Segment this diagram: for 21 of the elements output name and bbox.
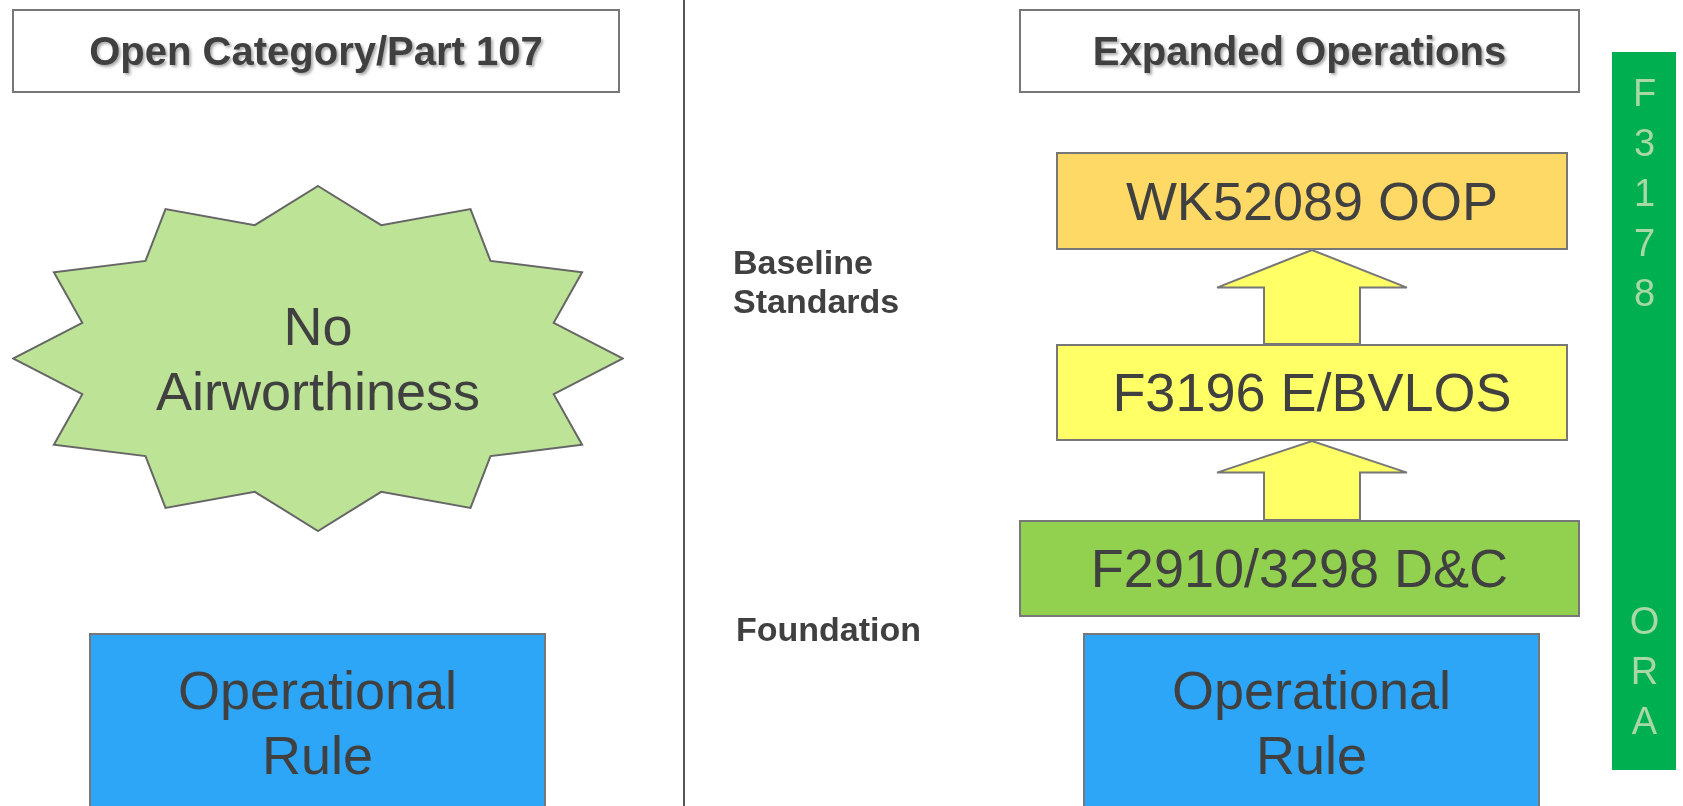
side-label: Foundation	[736, 610, 923, 649]
box-label: Operational Rule	[1170, 659, 1453, 787]
heading-box	[1019, 9, 1580, 93]
star-shape	[12, 185, 624, 532]
block-arrow	[1216, 439, 1408, 521]
standard-box	[1056, 152, 1568, 250]
heading-text: Expanded Operations	[1092, 28, 1507, 74]
heading-box	[12, 9, 620, 93]
bar-label: ORA	[1622, 600, 1666, 750]
block-arrow	[1216, 248, 1408, 345]
box-label: No Airworthiness	[154, 294, 482, 423]
box-label: F3196 E/BVLOS	[1112, 361, 1512, 425]
standard-box	[1019, 520, 1580, 617]
standard-box	[1056, 344, 1568, 441]
vertical-bar	[1612, 52, 1676, 770]
box-label: F2910/3298 D&C	[1090, 537, 1509, 601]
side-label: Baseline Standards	[733, 243, 901, 321]
heading-text: Open Category/Part 107	[89, 28, 543, 74]
box-label: WK52089 OOP	[1125, 169, 1499, 233]
bar-label: F3178	[1622, 72, 1666, 322]
box-label: Operational Rule	[176, 659, 459, 787]
